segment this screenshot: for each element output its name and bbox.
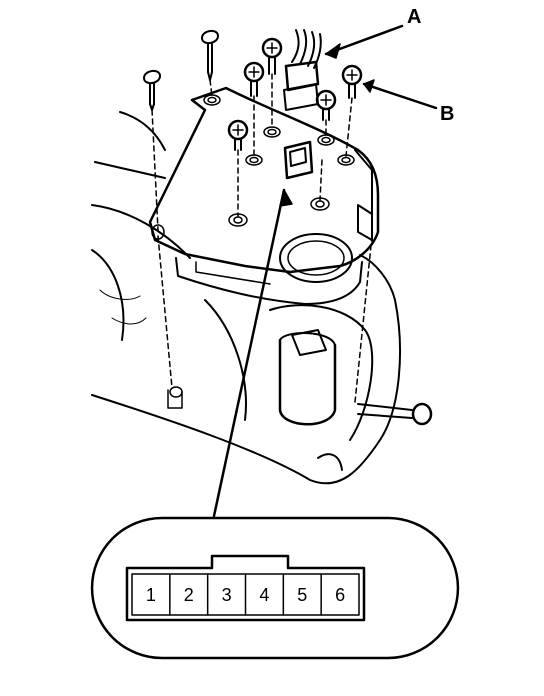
alignment-lines xyxy=(151,73,373,403)
screw-icon xyxy=(315,89,337,121)
pin-number: 3 xyxy=(222,585,232,605)
screw-icon xyxy=(201,30,219,81)
screw-icon xyxy=(143,70,161,111)
screw-icon xyxy=(243,61,265,97)
screw-icon xyxy=(357,402,433,426)
switch-housing xyxy=(148,86,380,305)
leader-b xyxy=(362,82,438,110)
leader-connector xyxy=(212,188,286,518)
pin-number: 4 xyxy=(259,585,269,605)
screw-set xyxy=(143,30,433,426)
harness-connector xyxy=(283,29,322,111)
callout-label-a: A xyxy=(407,6,422,28)
connector-socket xyxy=(283,140,314,180)
screw-icon xyxy=(261,37,283,75)
pin-number: 1 xyxy=(146,585,156,605)
screw-icon xyxy=(227,119,249,151)
pin-number: 6 xyxy=(335,585,345,605)
pin-cells xyxy=(169,573,322,616)
switch-body xyxy=(278,329,337,426)
connector-pinout-detail: 1 2 3 4 5 6 xyxy=(90,516,460,660)
console-trim-outline xyxy=(91,111,401,485)
pin-labels: 1 2 3 4 5 6 xyxy=(146,585,345,605)
leader-lines xyxy=(212,24,438,518)
screw-icon xyxy=(341,64,363,99)
pin-number: 2 xyxy=(184,585,194,605)
pin-number: 5 xyxy=(297,585,307,605)
callout-label-b: B xyxy=(440,103,455,125)
